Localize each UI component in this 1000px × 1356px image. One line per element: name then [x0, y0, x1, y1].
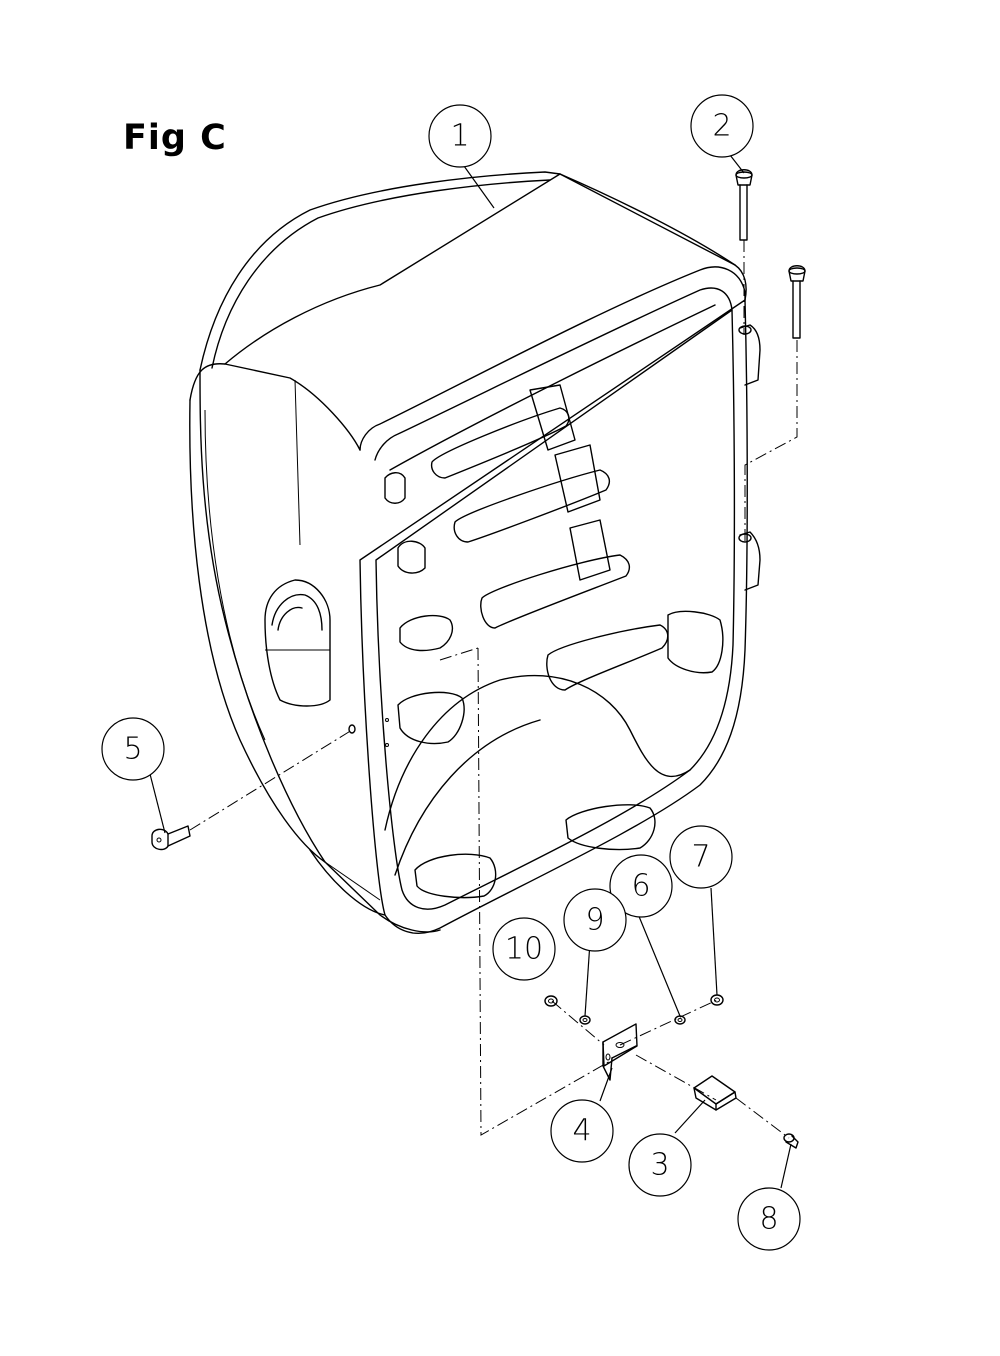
callout-4: 4: [550, 1099, 614, 1163]
clip-part: [693, 1075, 737, 1111]
callout-2: 2: [690, 94, 754, 158]
callout-10: 10: [492, 917, 556, 981]
callout-8: 8: [737, 1187, 801, 1251]
callout-7: 7: [669, 825, 733, 889]
callout-6-label: 6: [631, 869, 650, 904]
figure-title: Fig C: [123, 118, 227, 158]
assembly-center-lines: [189, 240, 798, 1139]
callout-5: 5: [101, 717, 165, 781]
callout-1: 1: [428, 104, 492, 168]
callout-1-label: 1: [450, 119, 469, 154]
leader-lines: [149, 154, 792, 1189]
callout-5-label: 5: [123, 732, 142, 767]
washer-part-9: [579, 1015, 591, 1025]
callout-3-label: 3: [650, 1148, 669, 1183]
callout-4-label: 4: [572, 1114, 591, 1149]
housing-part: [189, 171, 761, 934]
nut-part-7: [710, 994, 724, 1006]
pin-part-lower: [788, 265, 806, 339]
nut-part-10: [544, 995, 558, 1007]
pin-part-upper: [735, 169, 753, 241]
callout-9: 9: [563, 888, 627, 952]
callout-10-label: 10: [505, 932, 543, 967]
callout-2-label: 2: [712, 109, 731, 144]
callout-6: 6: [609, 854, 673, 918]
bracket-part: [602, 1023, 638, 1081]
callout-9-label: 9: [585, 903, 604, 938]
callout-8-label: 8: [759, 1202, 778, 1237]
callout-7-label: 7: [691, 840, 710, 875]
callout-3: 3: [628, 1133, 692, 1197]
screw-part: [151, 825, 191, 851]
